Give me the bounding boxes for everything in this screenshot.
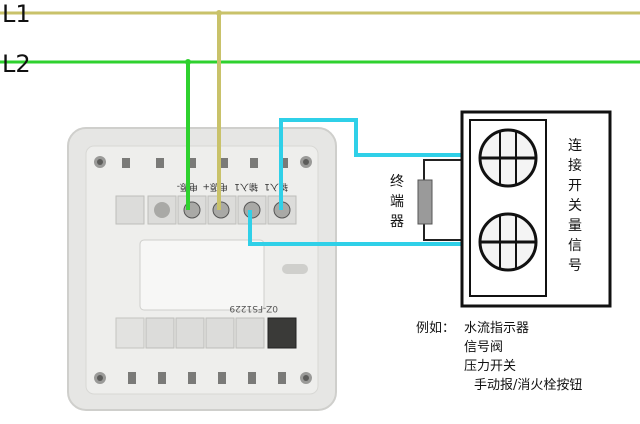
signal-wire-lower (248, 210, 488, 246)
l2-label: L2 (2, 50, 31, 78)
terminal-resistor-char: 端 (390, 194, 404, 210)
terminal-resistor-char: 终 (390, 174, 404, 190)
example-item: 手动报/消火栓按钮 (474, 378, 583, 393)
switch-label-char: 信 (568, 238, 582, 254)
l1-label: L1 (2, 0, 31, 28)
module-slot (282, 264, 308, 274)
switch-label-char: 量 (568, 218, 582, 234)
switch-signal-label: 连 接 开 关 量 信 号 (567, 136, 583, 276)
module-window (139, 239, 265, 311)
terminal-resistor-label: 终 端 器 (389, 172, 405, 232)
switch-label-char: 开 (568, 178, 582, 194)
examples-heading: 例如： (416, 321, 456, 336)
l1-junction-dot (216, 10, 222, 16)
switch-label-char: 关 (568, 198, 582, 214)
example-item: 水流指示器 (464, 321, 530, 336)
switch-terminal-lower (478, 212, 538, 272)
signal-wire-upper (279, 118, 488, 210)
l2-junction-dot (185, 59, 191, 65)
terminal-label-input-a: 输入1 (234, 181, 258, 193)
terminal-label-input-b: 输入1 (264, 181, 288, 193)
switch-label-char: 连 (568, 138, 582, 154)
example-item: 信号阀 (464, 340, 504, 355)
module-model-text: 0Z-FS1229 (229, 303, 278, 313)
switch-label-char: 号 (568, 258, 582, 274)
switch-terminal-upper (478, 128, 538, 188)
upper-terminal-block (115, 195, 297, 225)
top-screw-row (94, 156, 312, 168)
lower-terminal-block (115, 317, 297, 349)
input-module: 电源- 电源+ 输入1 输入1 0Z-FS1229 (67, 127, 337, 411)
example-item: 压力开关 (464, 359, 517, 374)
terminal-label-power-plus: 电源+ (202, 181, 228, 193)
switch-contact-box (460, 110, 612, 308)
terminal-resistor-body (417, 179, 433, 225)
terminal-resistor-char: 器 (390, 214, 404, 230)
bottom-screw-row (94, 372, 312, 384)
switch-label-char: 接 (568, 158, 582, 174)
